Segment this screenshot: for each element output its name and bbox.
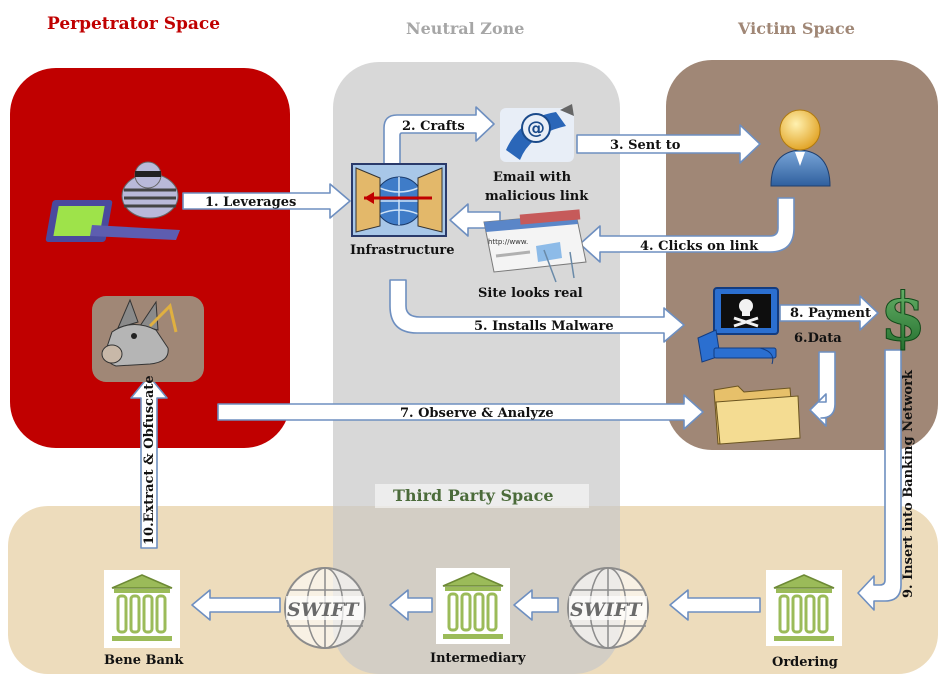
bene-bank-label: Bene Bank bbox=[104, 653, 184, 668]
step-10-label: 10.Extract & Obfuscate bbox=[142, 375, 157, 545]
arrow-extract-obfuscate bbox=[130, 375, 168, 549]
ordering-label: Ordering bbox=[772, 655, 838, 670]
step-8-label: 8. Payment bbox=[790, 306, 871, 321]
arrow-data bbox=[809, 351, 836, 427]
arrow-clicks-link bbox=[579, 197, 795, 263]
swift-globe-icon-2: SWIFT bbox=[567, 567, 649, 649]
folder-icon bbox=[713, 385, 801, 445]
perpetrator-zone bbox=[10, 68, 290, 448]
email-icon: @ bbox=[500, 104, 574, 162]
mule-icon bbox=[92, 296, 204, 382]
website-icon: http://www. bbox=[483, 209, 587, 283]
email-label-1: Email with bbox=[493, 170, 572, 185]
step-5-label: 5. Installs Malware bbox=[474, 319, 614, 334]
bene-bank-icon bbox=[104, 570, 180, 648]
arrow-swift-to-bene bbox=[191, 589, 281, 621]
step-9-label: 9. Insert into Banking Network bbox=[901, 369, 916, 598]
swift-globe-icon-1: SWIFT bbox=[284, 567, 366, 649]
infrastructure-label: Infrastructure bbox=[350, 243, 455, 258]
site-url: http://www. bbox=[488, 238, 528, 246]
intermediary-bank-icon bbox=[436, 568, 510, 644]
user-icon bbox=[770, 109, 831, 187]
arrow-observe-analyze bbox=[217, 394, 704, 430]
swift-label-1: SWIFT bbox=[287, 599, 360, 621]
ordering-bank-icon bbox=[766, 570, 842, 646]
arrow-installs-malware bbox=[389, 279, 685, 343]
arrow-swift-to-intermediary bbox=[513, 589, 559, 621]
at-sign: @ bbox=[527, 118, 545, 139]
criminal-icon bbox=[45, 161, 180, 242]
third-party-title-bg bbox=[375, 484, 589, 508]
step-2-label: 2. Crafts bbox=[402, 119, 465, 134]
email-label-2: malicious link bbox=[485, 189, 589, 204]
step-7-label: 7. Observe & Analyze bbox=[400, 406, 554, 421]
step-4-label: 4. Clicks on link bbox=[640, 239, 759, 254]
arrow-leverages bbox=[182, 183, 351, 219]
swift-label-2: SWIFT bbox=[570, 599, 643, 621]
arrow-sent-to bbox=[576, 124, 761, 164]
step-1-label: 1. Leverages bbox=[205, 195, 296, 210]
infrastructure-icon bbox=[351, 163, 447, 237]
third-party-zone-title: Third Party Space bbox=[393, 486, 554, 505]
arrow-insert-banking bbox=[857, 349, 902, 611]
step-3-label: 3. Sent to bbox=[610, 138, 681, 153]
site-label: Site looks real bbox=[478, 286, 583, 301]
infected-computer-icon bbox=[697, 287, 779, 365]
perpetrator-zone-title: Perpetrator Space bbox=[47, 14, 220, 34]
dollar-icon: $ bbox=[880, 278, 926, 356]
neutral-zone-title: Neutral Zone bbox=[406, 19, 524, 38]
step-6-label: 6.Data bbox=[794, 331, 842, 346]
intermediary-label: Intermediary bbox=[430, 651, 526, 666]
arrow-intermediary-to-swift bbox=[389, 589, 433, 621]
arrow-ordering-to-swift bbox=[669, 589, 761, 621]
arrow-crafts bbox=[383, 106, 495, 169]
victim-zone-title: Victim Space bbox=[737, 19, 855, 38]
arrow-payment bbox=[779, 295, 879, 331]
